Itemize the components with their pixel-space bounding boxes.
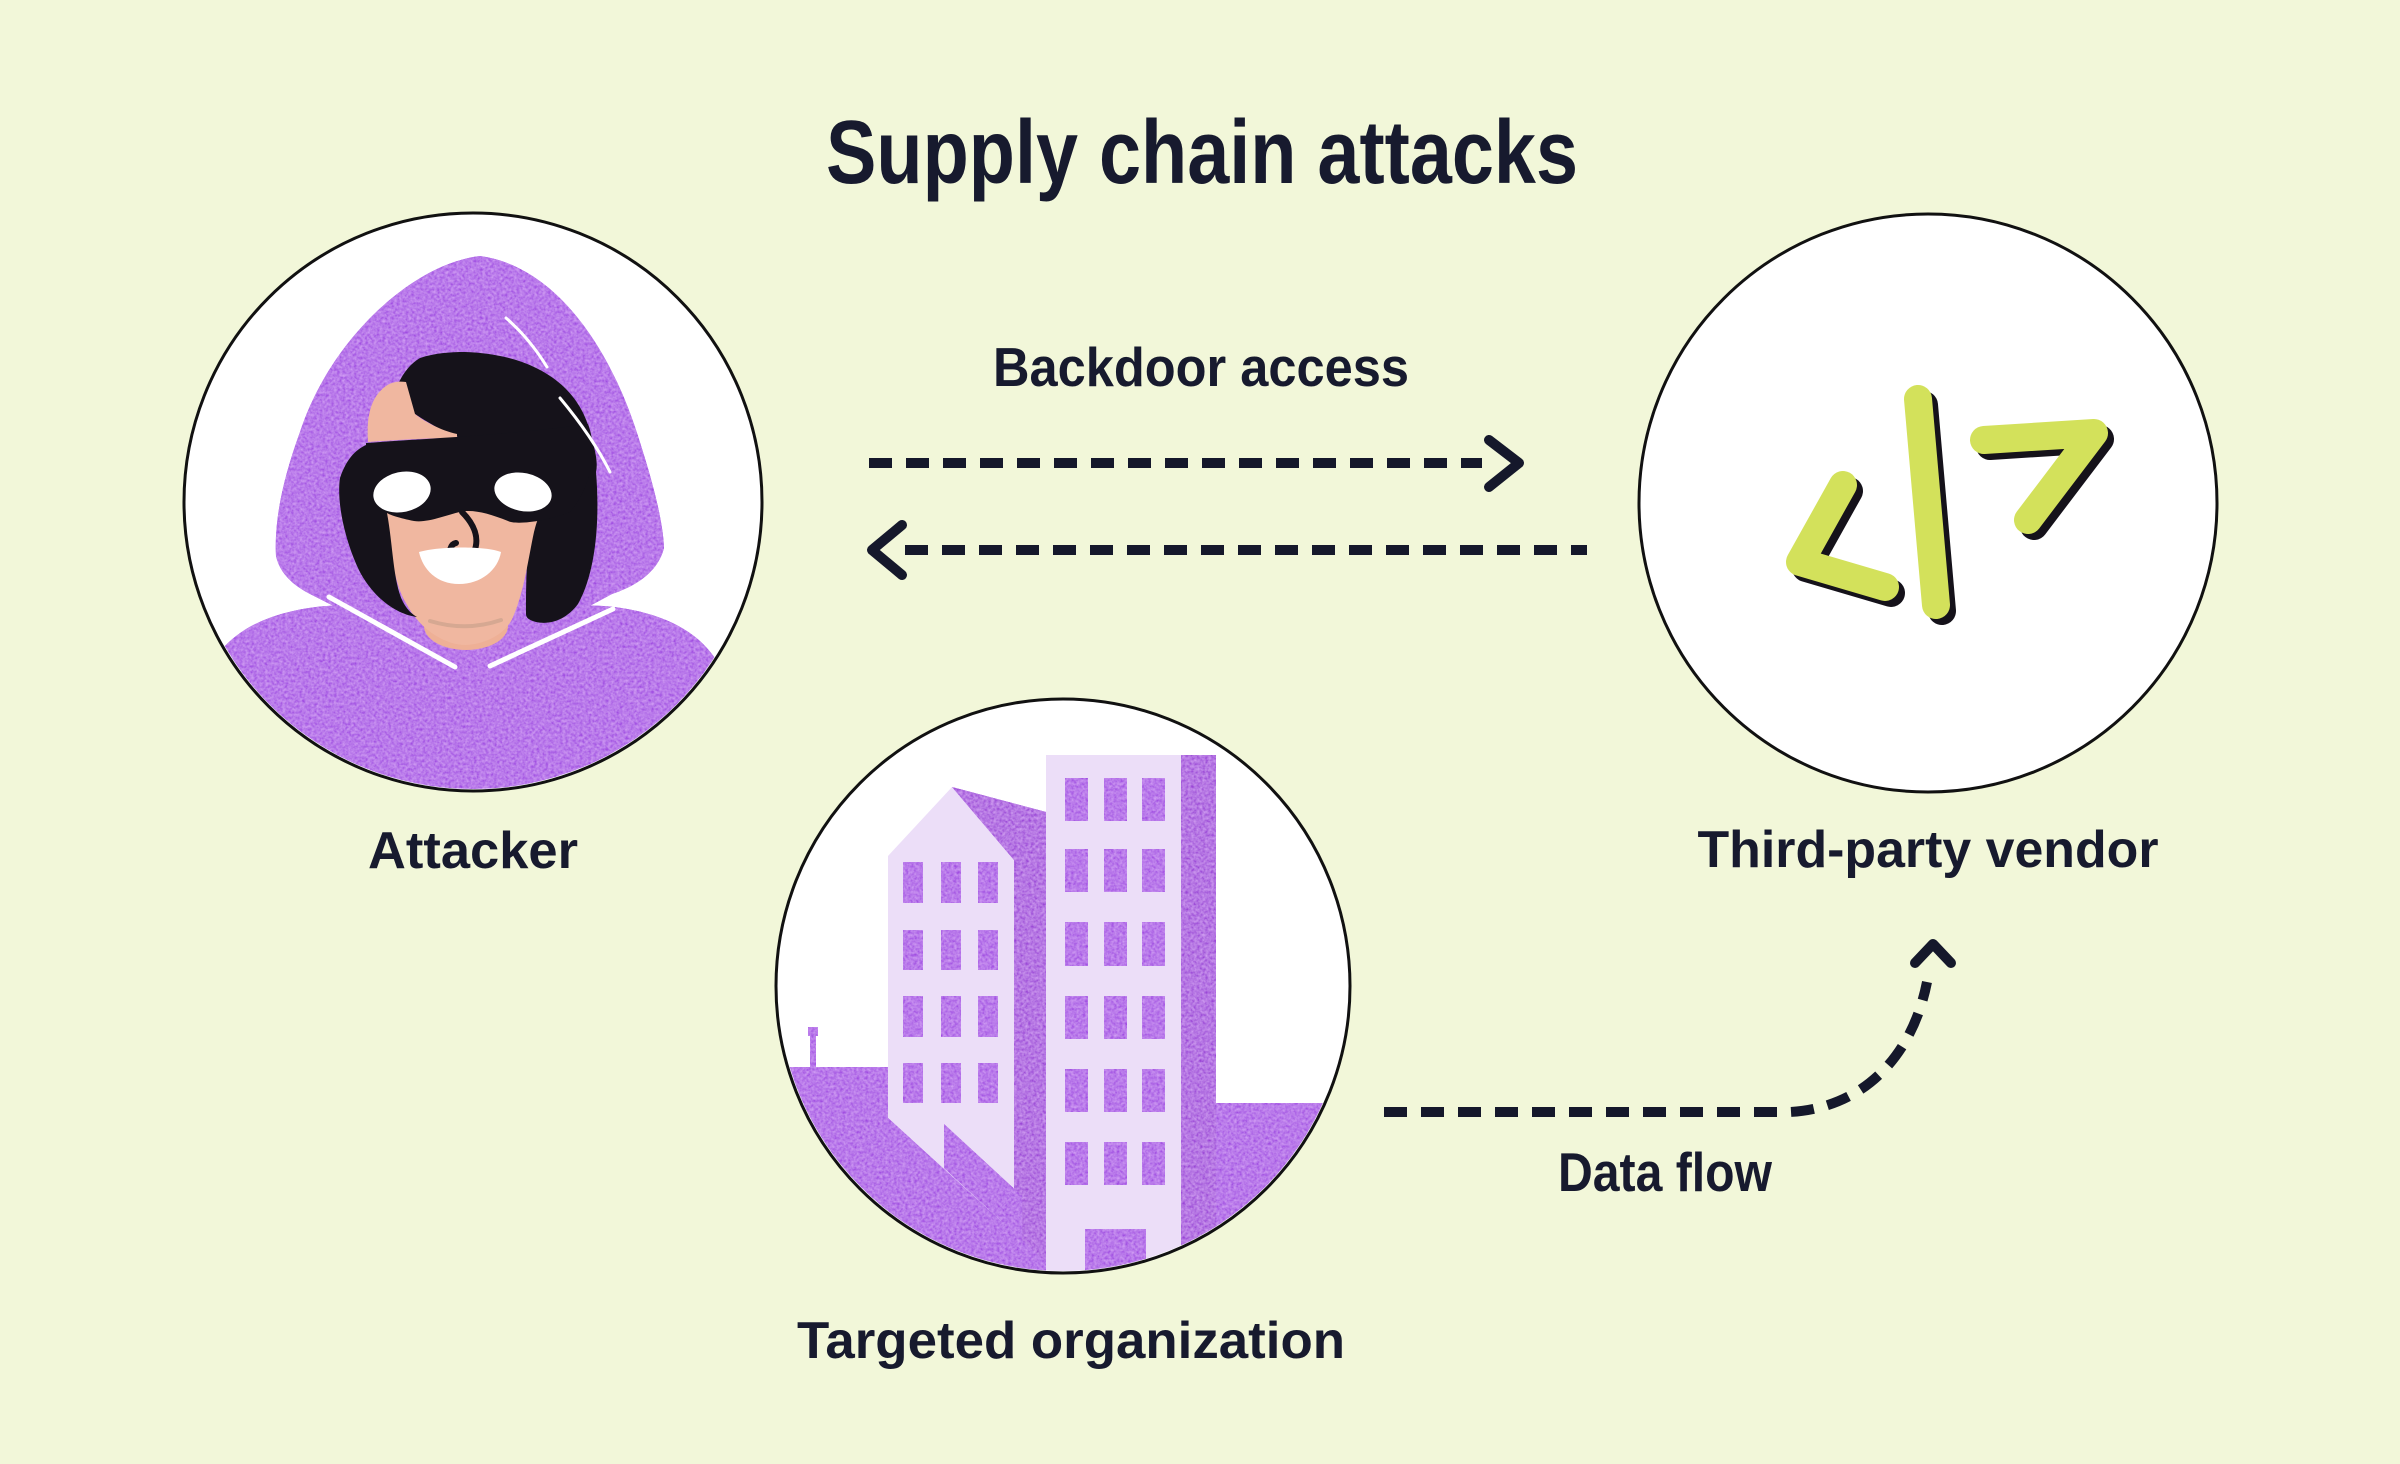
svg-text:Supply chain attacks: Supply chain attacks xyxy=(826,103,1578,203)
svg-text:Attacker: Attacker xyxy=(368,822,578,880)
svg-text:Backdoor access: Backdoor access xyxy=(993,336,1409,398)
svg-text:Targeted organization: Targeted organization xyxy=(797,1312,1345,1370)
svg-text:Third-party vendor: Third-party vendor xyxy=(1698,821,2159,879)
svg-text:Data flow: Data flow xyxy=(1558,1141,1772,1203)
